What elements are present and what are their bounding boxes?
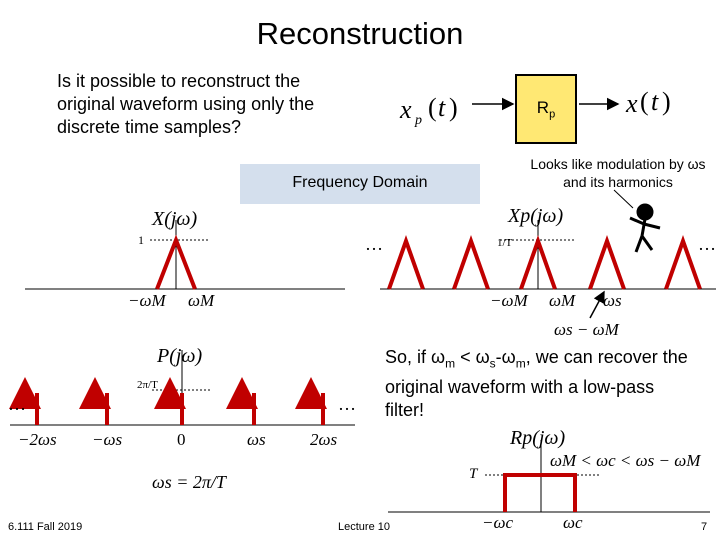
footer-lecture: Lecture 10 [338, 521, 390, 533]
rp-tick-neg-wc: −ωc [482, 513, 513, 532]
p-tick-ws: ωs [247, 430, 266, 449]
xp-copy-pos-1 [588, 235, 626, 290]
xp-right-ellipsis: … [698, 234, 716, 254]
xp-copy-neg-1 [452, 235, 490, 290]
ws-minus-wm-arrow-icon [589, 290, 605, 319]
rp-filter-block [515, 74, 577, 144]
svg-text:): ) [662, 87, 671, 116]
p-plot-label: P(jω) [156, 345, 203, 367]
frequency-domain-label: Frequency Domain [292, 174, 428, 191]
conclusion-text: So, if ωm < ωs-ωm, we can recover the or… [385, 347, 688, 420]
xp-left-ellipsis: … [365, 234, 383, 254]
p-spectrum-plot: P(jω) 2π/T … … −2ωs −ωs 0 ωs 2ωs ωs = 2π… [8, 345, 356, 492]
ws-equation: ωs = 2π/T [152, 472, 228, 492]
rp-tick-wc: ωc [563, 513, 583, 532]
x-plot-height-label: 1 [138, 233, 144, 247]
p-left-ellipsis: … [8, 394, 26, 414]
x-spectrum-plot: X(jω) 1 −ωM ωM [25, 208, 345, 310]
x-plot-label: X(jω) [151, 208, 198, 230]
note-pointer-line [613, 189, 634, 209]
stick-figure-icon [629, 203, 661, 253]
xp-tick-wm: ωM [549, 291, 576, 310]
p-tick-2ws: 2ωs [310, 430, 338, 449]
svg-text:x: x [625, 89, 638, 118]
xp-tick-neg-wm: −ωM [490, 291, 528, 310]
p-tick-neg-ws: −ωs [92, 430, 122, 449]
svg-text:p: p [414, 113, 422, 128]
xp-copy-pos-2 [664, 235, 702, 290]
svg-text:(: ( [640, 87, 649, 116]
rp-filter-label: Rp [536, 98, 556, 121]
svg-text:): ) [449, 93, 458, 122]
p-tick-neg-2ws: −2ωs [18, 430, 57, 449]
xp-copy-zero [519, 235, 557, 290]
p-tick-zero: 0 [177, 430, 186, 449]
p-right-ellipsis: … [338, 394, 356, 414]
xp-tick-ws: ωs [603, 291, 622, 310]
xp-spectrum-plot: Xp(jω) 1/T … … −ωM ωM ωs ωs − ωM [365, 205, 716, 339]
block-output-signal: x ( t ) [625, 87, 671, 118]
rp-plot-label: Rp(jω) [509, 427, 566, 449]
x-tick-wm: ωM [188, 291, 215, 310]
rp-filter-plot: Rp(jω) T ωM < ωc < ωs − ωM −ωc ωc [388, 427, 710, 532]
slide-title: Reconstruction [256, 16, 464, 51]
frequency-domain-banner [240, 164, 480, 204]
xp-plot-height-label: 1/T [497, 237, 513, 249]
xp-plot-label: Xp(jω) [507, 205, 564, 227]
p-plot-height-label: 2π/T [137, 379, 158, 391]
xp-copy-neg-2 [387, 235, 425, 290]
block-input-signal: x p ( t ) [399, 93, 458, 128]
question-text: Is it possible to reconstruct the origin… [57, 71, 315, 137]
x-spectrum-triangle [155, 234, 197, 290]
svg-text:x: x [399, 95, 412, 124]
svg-text:t: t [651, 87, 659, 116]
footer-page-number: 7 [701, 521, 708, 533]
rp-cutoff-condition: ωM < ωc < ωs − ωM [550, 451, 701, 470]
svg-text:t: t [438, 93, 446, 122]
rp-plot-height-label: T [469, 466, 479, 482]
svg-text:(: ( [428, 93, 437, 122]
xp-tick-ws-minus-wm: ωs − ωM [554, 320, 620, 339]
footer-course: 6.111 Fall 2019 [8, 521, 83, 533]
modulation-note: Looks like modulation by ωs and its harm… [530, 156, 706, 190]
x-tick-neg-wm: −ωM [128, 291, 166, 310]
rp-lowpass-rect [503, 473, 577, 512]
